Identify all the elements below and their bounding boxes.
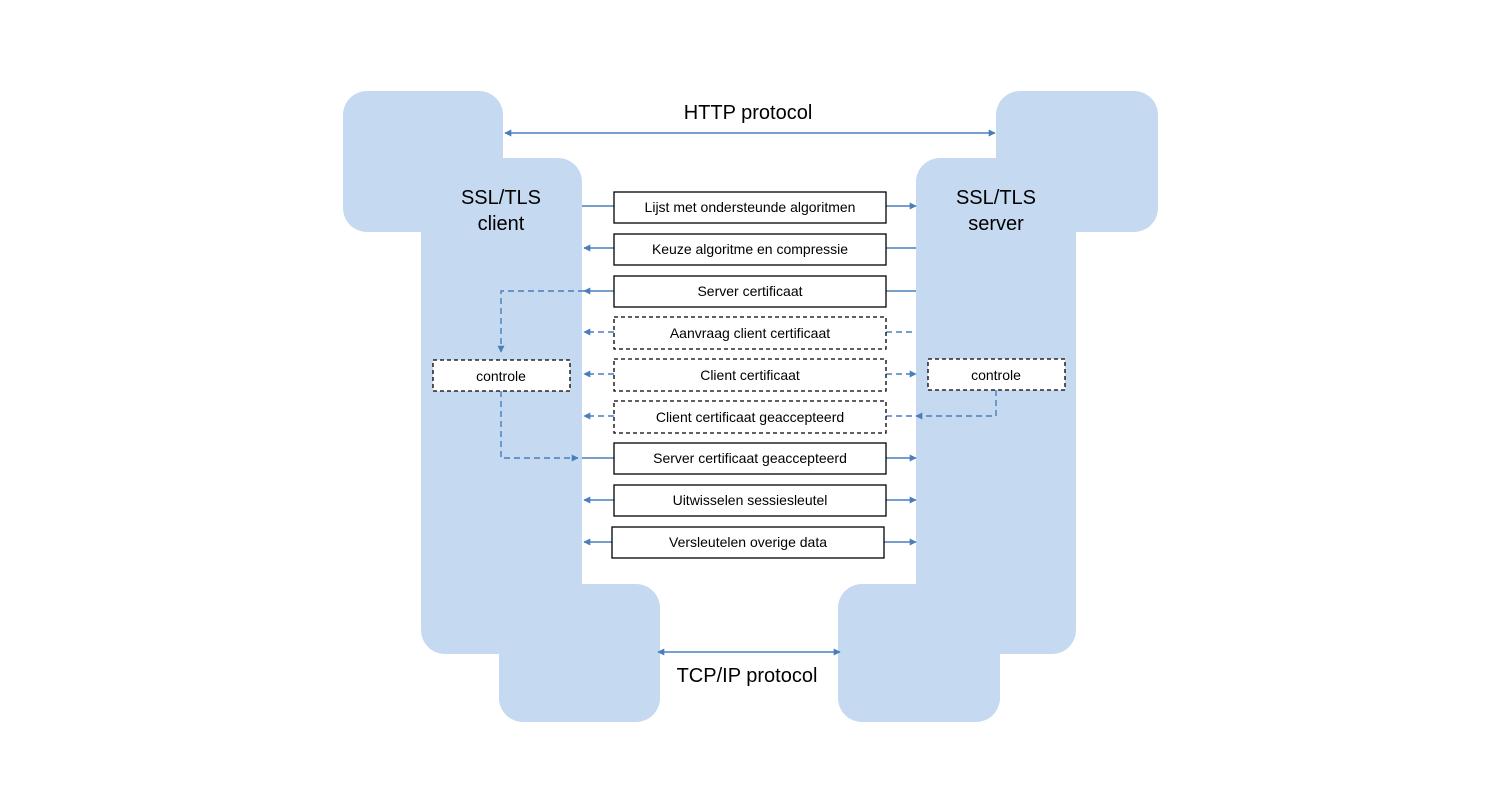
msg1-box: [613, 191, 887, 224]
msg4-box: [613, 316, 887, 350]
client-check-box: [432, 359, 571, 392]
client-title-line1: SSL/TLS: [461, 187, 541, 209]
msg4-label: Aanvraag client certificaat: [670, 325, 830, 341]
client-check-incoming-arrow: [497, 290, 584, 353]
msg5-box: [613, 358, 887, 392]
client-title-line2: client: [478, 213, 525, 235]
msg8-box: [613, 484, 887, 517]
msg7-label: Server certificaat geaccepteerd: [653, 450, 847, 466]
message-boxes: Lijst met ondersteunde algoritmen Keuze …: [611, 191, 887, 559]
msg8-label: Uitwisselen sessiesleutel: [673, 492, 828, 508]
msg3-box: [613, 275, 887, 308]
msg3-label: Server certificaat: [697, 283, 802, 299]
msg9-box: [611, 526, 885, 559]
msg2-box: [613, 233, 887, 266]
msg5-label: Client certificaat: [700, 367, 800, 383]
message-arrows: [582, 202, 917, 546]
server-check-label: controle: [971, 367, 1021, 383]
server-check-outgoing-arrow: [915, 390, 997, 420]
tcpip-protocol-label: TCP/IP protocol: [677, 665, 818, 687]
server-tcpip-layer: [838, 584, 1000, 722]
client-check-label: controle: [476, 368, 526, 384]
http-protocol-label: HTTP protocol: [684, 102, 813, 124]
client-tcpip-layer: [499, 584, 660, 722]
server-check-box: [927, 358, 1066, 391]
msg9-label: Versleutelen overige data: [669, 534, 827, 550]
msg1-label: Lijst met ondersteunde algoritmen: [645, 199, 856, 215]
client-check-outgoing-arrow: [500, 391, 579, 462]
server-title-line1: SSL/TLS: [956, 187, 1036, 209]
msg6-label: Client certificaat geaccepteerd: [656, 409, 844, 425]
msg7-box: [613, 442, 887, 475]
msg2-label: Keuze algoritme en compressie: [652, 241, 848, 257]
msg6-box: [613, 400, 887, 434]
server-title-line2: server: [968, 213, 1024, 235]
